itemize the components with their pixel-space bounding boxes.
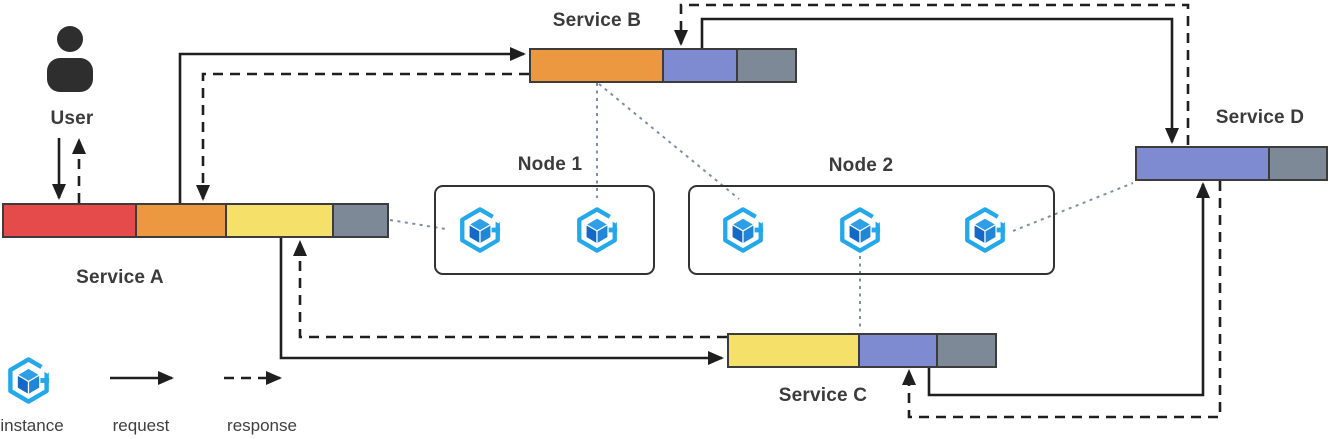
service-c-segment-purple — [858, 335, 936, 366]
legend-request-label: request — [112, 416, 170, 435]
node-2-box — [688, 185, 1055, 275]
request-service-a-to-service-b — [178, 47, 526, 203]
service-a-label: Service A — [76, 267, 164, 288]
service-a-segment-yellow — [225, 205, 333, 236]
node-1-instance-1-icon — [457, 207, 503, 253]
service-a-bar — [2, 203, 389, 238]
node-1-box — [434, 185, 655, 275]
response-service-b-to-service-a — [196, 72, 529, 201]
user-icon — [47, 26, 93, 92]
service-c-bar — [727, 333, 997, 368]
node-1-instance-2-icon — [574, 207, 620, 253]
service-b-segment-gray — [735, 50, 795, 81]
link-service-b-to-node2-instance1 — [598, 83, 740, 200]
service-b-bar — [529, 48, 797, 83]
service-a-segment-red — [4, 205, 135, 236]
legend-instance-label: instance — [0, 416, 64, 435]
service-a-segment-gray — [332, 205, 387, 236]
service-b-segment-purple — [661, 50, 736, 81]
service-b-segment-orange — [531, 50, 662, 81]
service-b-label: Service B — [552, 10, 642, 31]
service-d-segment-purple — [1137, 148, 1268, 179]
service-d-bar — [1135, 146, 1328, 181]
service-c-segment-gray — [935, 335, 995, 366]
node-2-instance-1-icon — [720, 207, 766, 253]
node-2-instance-3-icon — [962, 207, 1008, 253]
service-d-segment-gray — [1267, 148, 1326, 179]
legend-instance-icon — [5, 357, 52, 404]
service-c-label: Service C — [778, 385, 868, 406]
service-c-segment-yellow — [729, 335, 859, 366]
node-2-instance-2-icon — [837, 207, 883, 253]
node-2-label: Node 2 — [828, 155, 894, 176]
node-1-label: Node 1 — [517, 154, 583, 175]
user-label: User — [50, 108, 94, 129]
service-a-segment-orange — [134, 205, 226, 236]
service-d-label: Service D — [1215, 107, 1305, 128]
legend-response-label: response — [227, 416, 297, 435]
